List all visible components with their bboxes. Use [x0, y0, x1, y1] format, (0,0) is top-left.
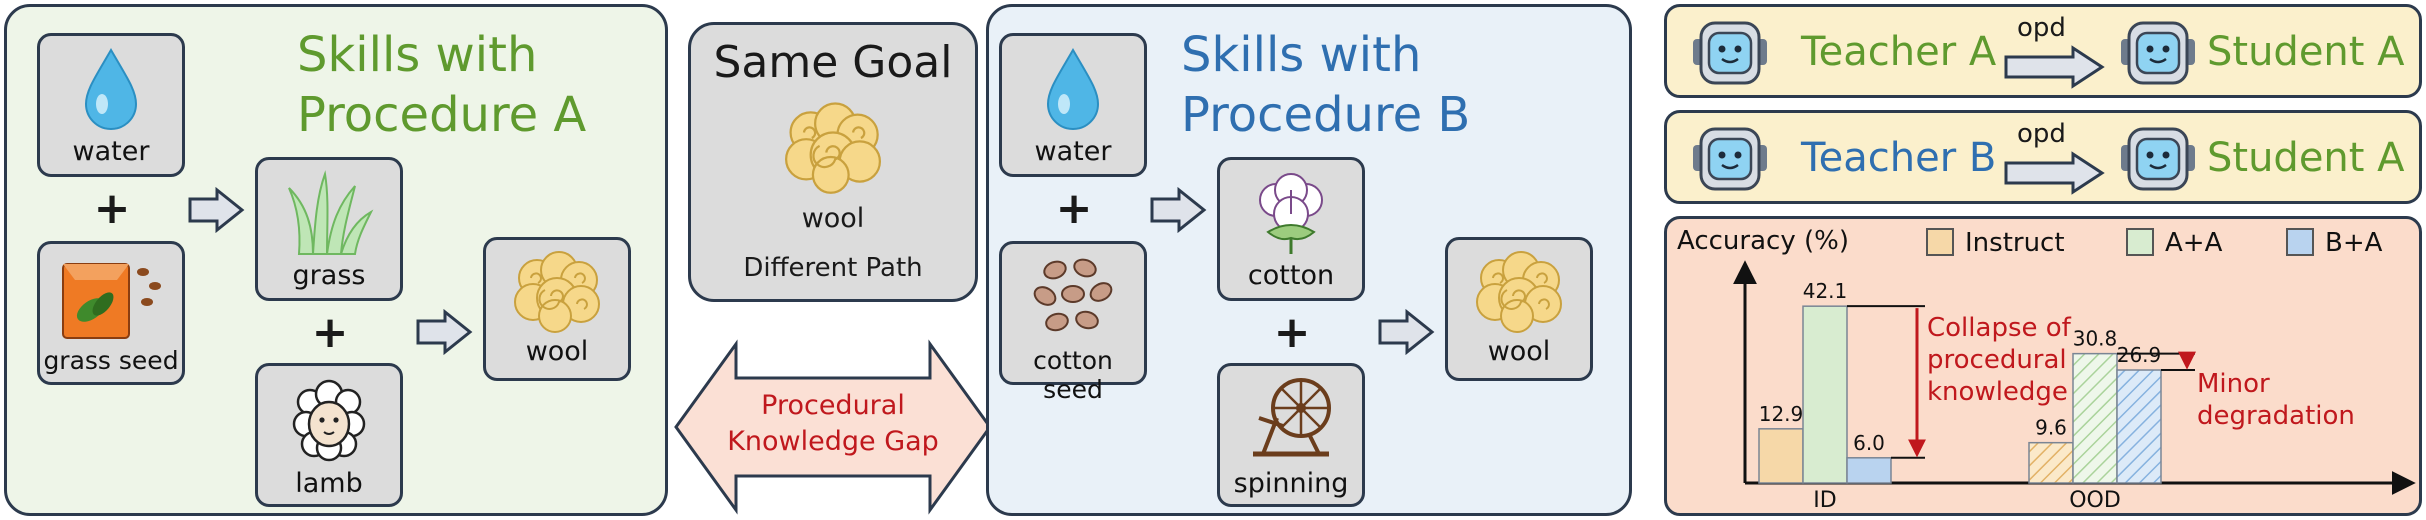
- grass-label: grass: [292, 260, 366, 291]
- arrow-right-icon: [1150, 187, 1207, 233]
- wool-ball-icon: [514, 251, 600, 333]
- lamb-icon: [292, 379, 366, 462]
- lamb-label: lamb: [295, 468, 363, 499]
- student-a-label: Student A: [2207, 29, 2405, 75]
- knowledge-gap-label: Procedural Knowledge Gap: [727, 390, 939, 457]
- x-tick-label: OOD: [2069, 488, 2121, 513]
- robot-icon: [1693, 127, 1767, 191]
- annotation-text: procedural: [1927, 345, 2067, 375]
- teacher-a-label: Teacher A: [1801, 29, 1997, 75]
- y-axis-label: Accuracy (%): [1677, 226, 1849, 256]
- data-label: 30.8: [2073, 327, 2118, 351]
- data-label: 9.6: [2035, 416, 2067, 440]
- water-card: water: [37, 33, 185, 177]
- cotton-card: cotton: [1217, 157, 1365, 301]
- water-card: water: [999, 33, 1147, 177]
- legend-label: Instruct: [1965, 228, 2065, 258]
- spinning-card: spinning: [1217, 363, 1365, 507]
- water-label: water: [1034, 136, 1112, 167]
- cotton-seed-icon: [1033, 258, 1113, 332]
- legend-swatch: [2126, 228, 2154, 256]
- data-label: 12.9: [1759, 402, 1804, 426]
- data-label: 26.9: [2117, 343, 2162, 367]
- plus-sign: +: [311, 307, 349, 358]
- chart-legend: Instruct A+A B+A: [1926, 228, 2383, 258]
- distill-row-1: Teacher A opd Student A: [1664, 4, 2422, 98]
- bar-bplusa-ood: [2116, 369, 2162, 484]
- bar-instruct-id: [1758, 428, 1804, 484]
- water-drop-icon: [84, 47, 138, 130]
- legend-swatch: [2286, 228, 2314, 256]
- robot-icon: [2121, 127, 2195, 191]
- annotation-text: knowledge: [1927, 377, 2068, 407]
- bar-aplusa-id: [1802, 305, 1848, 484]
- student-a-label: Student A: [2207, 135, 2405, 181]
- plus-sign: +: [1273, 307, 1311, 358]
- arrow-right-icon: [188, 187, 245, 233]
- legend-label: A+A: [2165, 228, 2223, 258]
- opd-label: opd: [2017, 119, 2066, 149]
- annotation-text: Minor: [2197, 369, 2270, 399]
- wool-ball-icon: [1476, 251, 1562, 333]
- robot-icon: [2121, 21, 2195, 85]
- bar-bplusa-id: [1846, 457, 1892, 484]
- arrow-right-icon: [2004, 151, 2105, 195]
- spinning-label: spinning: [1233, 468, 1349, 499]
- annotation-text: degradation: [2197, 401, 2355, 431]
- same-goal-wool-label: wool: [801, 203, 865, 234]
- procedure-b-panel: Skills with Procedure B water + cotton s…: [986, 4, 1632, 516]
- spinning-wheel-icon: [1253, 378, 1331, 457]
- same-goal-title: Same Goal: [713, 37, 953, 88]
- procedure-a-panel: Skills with Procedure A water + grass se…: [4, 4, 668, 516]
- data-label: 6.0: [1853, 431, 1885, 455]
- bar-aplusa-ood: [2072, 352, 2118, 484]
- cotton-seed-label: cotton seed: [1033, 346, 1113, 404]
- bar-instruct-ood: [2028, 441, 2074, 484]
- wool-ball-icon: [785, 102, 881, 194]
- water-drop-icon: [1046, 47, 1100, 130]
- cotton-seed-card: cotton seed: [999, 241, 1147, 404]
- annotation-text: Collapse of: [1927, 313, 2072, 343]
- distill-row-2: Teacher B opd Student A: [1664, 110, 2422, 204]
- arrow-right-icon: [2004, 45, 2105, 89]
- opd-label: opd: [2017, 13, 2066, 43]
- same-goal-subtitle: Different Path: [743, 253, 923, 283]
- arrow-right-icon: [1378, 309, 1435, 355]
- cotton-label: cotton: [1247, 260, 1335, 291]
- cotton-flower-icon: [1259, 173, 1323, 254]
- legend-swatch: [1926, 228, 1954, 256]
- water-label: water: [72, 136, 150, 167]
- lamb-card: lamb: [255, 363, 403, 507]
- wool-card: wool: [483, 237, 631, 381]
- data-label: 42.1: [1803, 279, 1848, 303]
- plus-sign: +: [1055, 183, 1093, 234]
- arrow-right-icon: [416, 309, 473, 355]
- wool-label: wool: [1487, 336, 1551, 367]
- procedure-b-title: Skills with Procedure B: [1181, 27, 1471, 143]
- plus-sign: +: [93, 183, 131, 234]
- seed-packet-icon: [62, 263, 161, 339]
- x-tick-label: ID: [1813, 488, 1836, 513]
- wool-label: wool: [525, 336, 589, 367]
- robot-icon: [1693, 21, 1767, 85]
- legend-label: B+A: [2325, 228, 2383, 258]
- grass-seed-card: grass seed: [37, 241, 185, 385]
- grass-seed-label: grass seed: [43, 346, 179, 375]
- grass-icon: [288, 170, 374, 255]
- teacher-b-label: Teacher B: [1801, 135, 1997, 181]
- procedure-a-title: Skills with Procedure A: [297, 27, 587, 143]
- wool-card: wool: [1445, 237, 1593, 381]
- grass-card: grass: [255, 157, 403, 301]
- same-goal-panel: Same Goal wool Different Path: [688, 22, 978, 302]
